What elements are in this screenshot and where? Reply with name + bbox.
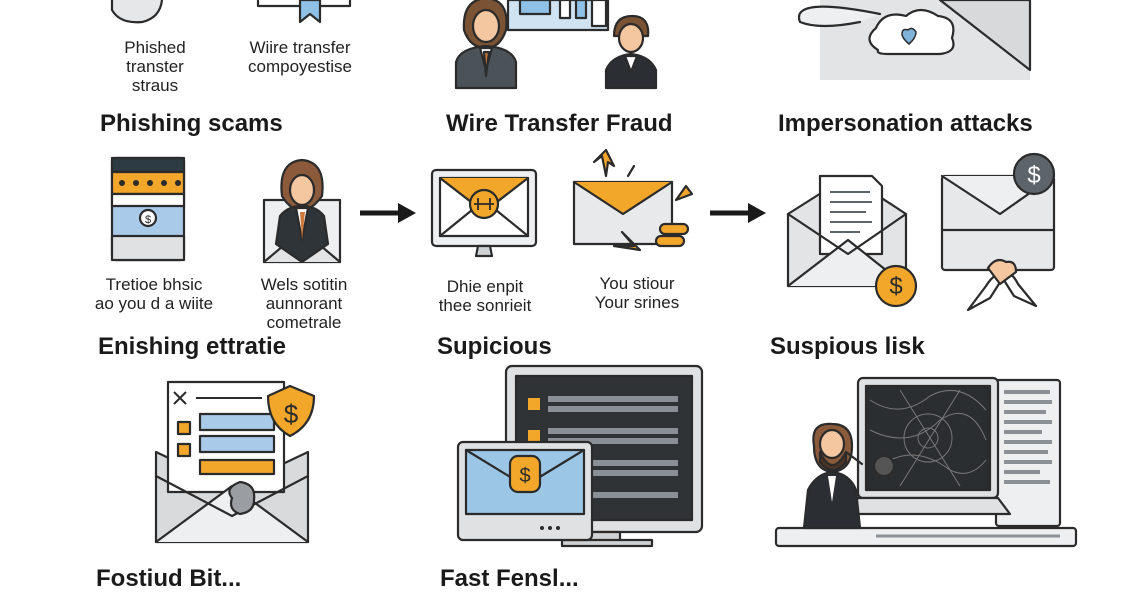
businesswoman-email-icon — [262, 158, 342, 264]
title-wire-transfer-fraud: Wire Transfer Fraud — [446, 110, 673, 137]
svg-text:$: $ — [284, 399, 299, 429]
svg-text:$: $ — [145, 214, 151, 226]
laptop-server-icon: $ — [456, 364, 704, 548]
svg-text:$: $ — [1027, 162, 1040, 189]
title-suspious-lisk: Suspious lisk — [770, 333, 925, 360]
ribbon-document-icon — [256, 0, 352, 24]
svg-text:$: $ — [889, 273, 902, 300]
illustration-canvas: .ol { stroke:#2b2b2b; stroke-width:2.2; … — [110, 0, 1078, 548]
title-row3-middle: Fast Fensl... — [440, 565, 579, 592]
caption-flying-envelope: You stiour Your srines — [594, 274, 680, 312]
flying-envelope-icon — [572, 148, 694, 252]
arrow-right-icon — [710, 203, 766, 223]
svg-text:$: $ — [519, 465, 530, 487]
arrow-right-icon — [360, 203, 416, 223]
title-impersonation-attacks: Impersonation attacks — [778, 110, 1033, 137]
hacker-computer-icon — [774, 376, 1078, 548]
helmet-icon — [110, 0, 164, 24]
envelope-shield-dollar-icon: $ — [154, 380, 316, 544]
title-enishing-ettratie: Enishing ettratie — [98, 333, 287, 360]
title-row3-left: Fostiud Bit... — [96, 565, 242, 592]
title-phishing-scams: Phishing scams — [100, 110, 283, 137]
document-envelope-dollar-icon: $ — [786, 174, 918, 308]
caption-businesswoman: Wels sotitin aunnorant cometrale — [260, 275, 348, 332]
caption-phished-transfer: Phished transter straus — [124, 38, 186, 95]
title-supicious: Supicious — [437, 333, 552, 360]
business-people-monitor-icon — [454, 0, 658, 90]
dollar-transfer-handshake-icon: $ — [940, 152, 1056, 312]
bank-card-icon: $ — [110, 156, 186, 262]
monitor-email-icon — [430, 168, 538, 258]
cloud-heart-envelope-icon — [797, 0, 1032, 80]
caption-monitor-email: Dhie enpit thee sonrieit — [438, 277, 532, 315]
caption-bank-card: Tretioe bhsic ao you d a wiite — [94, 275, 214, 313]
caption-wire-transfer: Wiire transfer compoyestise — [248, 38, 352, 76]
